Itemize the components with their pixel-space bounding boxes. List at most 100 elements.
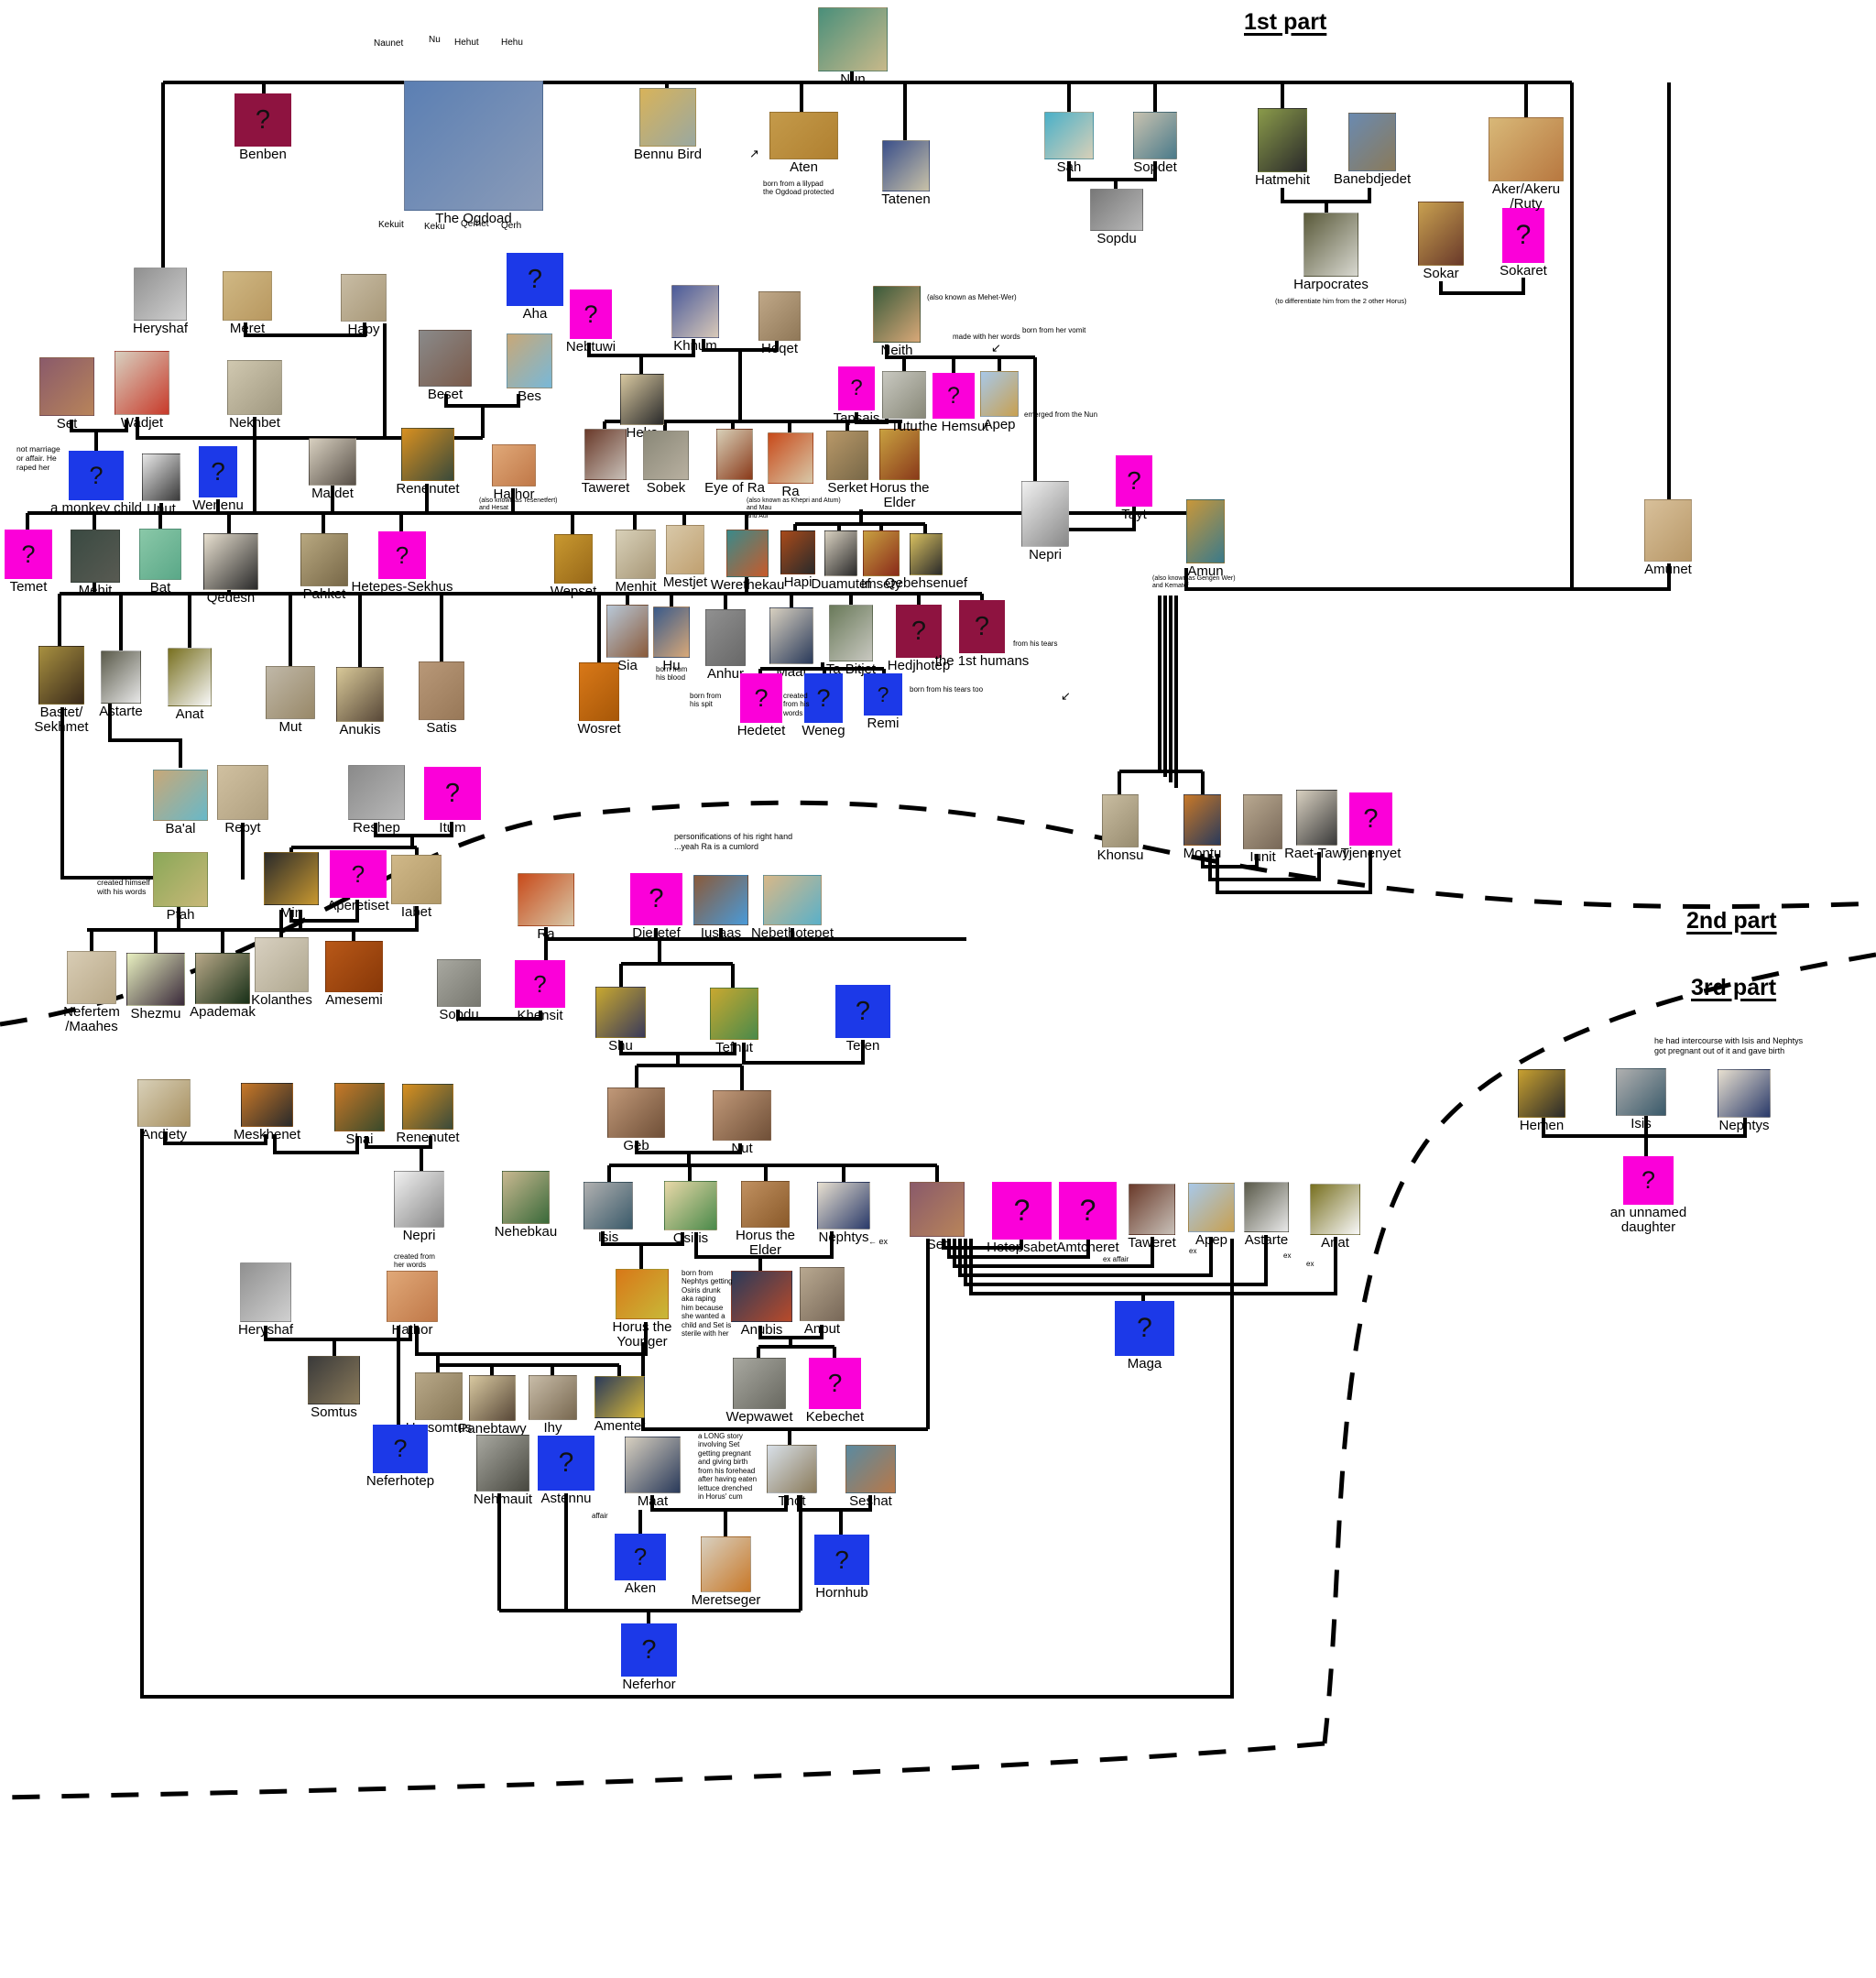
node-nut: Nut <box>713 1090 771 1155</box>
node-label-ihy: Ihy <box>543 1420 562 1436</box>
unknown-person-box-firsthumans: ? <box>959 600 1005 653</box>
node-label-iunit: Iunit <box>1249 849 1276 865</box>
node-anput: Anput <box>800 1267 845 1336</box>
node-label-anat1: Anat <box>175 706 204 722</box>
god-portrait-amesemi <box>325 941 383 992</box>
node-wepset: Wepset <box>551 534 596 598</box>
node-hedetet: ?Hedetet <box>737 673 785 738</box>
note: ex affair <box>1103 1255 1129 1263</box>
node-sah: Sah <box>1044 112 1094 174</box>
node-label-horusyounger: Horus the Younger <box>612 1319 672 1350</box>
node-geb: Geb <box>607 1087 665 1153</box>
node-label-anat2: Anat <box>1321 1235 1349 1251</box>
node-label-heqet: Heqet <box>760 341 799 356</box>
note: ex <box>1189 1247 1197 1255</box>
note: (also known as Tesenetfert) and Hesat <box>479 497 558 512</box>
god-portrait-sia <box>606 605 649 658</box>
node-isis3: Isis <box>1616 1068 1666 1131</box>
node-astarte2: Astarte <box>1244 1182 1289 1247</box>
node-label-hedjhotep: Hedjhotep <box>887 658 951 673</box>
node-label-sopdu1: Sopdu <box>1096 231 1137 246</box>
god-portrait-sobek <box>643 431 689 480</box>
god-portrait-set2 <box>910 1182 965 1237</box>
unknown-person-box-hedetet: ? <box>740 673 782 723</box>
node-label-seshat: Seshat <box>849 1493 892 1509</box>
node-anukis: Anukis <box>336 667 384 737</box>
node-label-itum: Itum <box>439 820 466 836</box>
node-maat1: Maat <box>769 607 813 679</box>
node-astarte1: Astarte <box>99 650 143 718</box>
note: ↙ <box>1061 689 1071 703</box>
node-label-thot: Thot <box>778 1493 806 1509</box>
note: born from his blood <box>656 665 688 683</box>
node-label-aken: Aken <box>624 1580 657 1596</box>
note: affair <box>592 1512 608 1520</box>
note: born from his tears too <box>910 685 984 694</box>
god-portrait-qedesh <box>203 533 258 590</box>
node-label-duamutef: Duamutef <box>811 576 871 592</box>
node-maat2: Maat <box>625 1437 681 1508</box>
node-shai: Shai <box>334 1083 385 1146</box>
node-label-firsthumans: the 1st humans <box>934 653 1030 669</box>
god-portrait-satis <box>419 661 464 720</box>
node-remi: ?Remi <box>864 673 902 730</box>
node-label-panebtawy: Panebtawy <box>458 1421 527 1437</box>
node-aperetiset: ?Aperetiset <box>327 850 389 913</box>
node-amentet: Amentet <box>594 1376 645 1433</box>
god-portrait-shu <box>595 987 646 1038</box>
god-portrait-anukis <box>336 667 384 722</box>
node-label-qedesh: Qedesh <box>206 590 256 606</box>
unknown-person-box-itum: ? <box>424 767 481 820</box>
node-andjety: Andjety <box>137 1079 191 1142</box>
god-portrait-seshat <box>845 1445 896 1493</box>
node-label-taweret1: Taweret <box>581 480 630 496</box>
node-label-tabitjet: Ta-Bitjet <box>825 661 877 677</box>
unknown-person-box-monkeychild: ? <box>69 451 124 500</box>
god-portrait-imsety <box>863 530 900 576</box>
node-kebechet: ?Kebechet <box>806 1358 864 1424</box>
node-label-apep1: Apep <box>983 417 1016 432</box>
node-label-nut: Nut <box>731 1141 753 1156</box>
unknown-person-box-weneg: ? <box>804 673 843 723</box>
node-label-anukis: Anukis <box>339 722 381 738</box>
node-label-neferhor: Neferhor <box>622 1677 676 1692</box>
god-portrait-anat1 <box>168 648 212 706</box>
god-portrait-hapi2 <box>780 530 815 574</box>
node-neferhor: ?Neferhor <box>621 1623 677 1691</box>
node-label-remi: Remi <box>867 716 900 731</box>
node-osiris: Osiris <box>664 1181 717 1245</box>
node-taweret2: Taweret <box>1128 1184 1176 1250</box>
god-portrait-sopdu2 <box>437 959 481 1007</box>
node-label-sopdet: Sopdet <box>1133 159 1177 175</box>
god-portrait-isis3 <box>1616 1068 1666 1116</box>
node-raettawy: Raet-Tawy <box>1284 790 1349 860</box>
note: born from Nephtys getting Osiris drunk a… <box>682 1269 733 1339</box>
god-portrait-bat <box>139 529 181 580</box>
god-portrait-eyeofra <box>716 429 753 480</box>
god-portrait-mafdet <box>309 438 356 486</box>
node-wepwawet: Wepwawet <box>725 1358 793 1424</box>
node-horuselder1: Horus the Elder <box>869 429 930 509</box>
god-portrait-iunit <box>1243 794 1282 849</box>
node-beset: Beset <box>419 330 472 401</box>
god-portrait-anput <box>800 1267 845 1321</box>
unknown-person-box-hetepsabet: ? <box>992 1182 1052 1240</box>
node-label-nekhbet: Nekhbet <box>229 415 280 431</box>
node-ra1: Ra <box>768 432 813 498</box>
node-somtus: Somtus <box>308 1356 360 1419</box>
node-amesemi: Amesemi <box>325 941 383 1007</box>
god-portrait-isis2 <box>584 1182 633 1229</box>
node-neith: Neith <box>873 286 921 357</box>
node-label-nun: Nun <box>840 71 866 87</box>
node-weneg: ?Weneg <box>802 673 845 738</box>
node-tutu: Tutu <box>882 371 926 433</box>
node-min: Min <box>264 852 319 920</box>
node-sia: Sia <box>606 605 649 672</box>
node-montu: Montu <box>1183 794 1221 860</box>
unknown-person-box-wenenu: ? <box>199 446 237 497</box>
node-label-hemsut: the Hemsut <box>918 419 989 434</box>
god-portrait-nephtys3 <box>1718 1069 1771 1118</box>
god-portrait-qebehsenuef <box>910 533 943 575</box>
node-neferhotep: ?Neferhotep <box>366 1425 434 1488</box>
node-label-astarte2: Astarte <box>1244 1232 1289 1248</box>
